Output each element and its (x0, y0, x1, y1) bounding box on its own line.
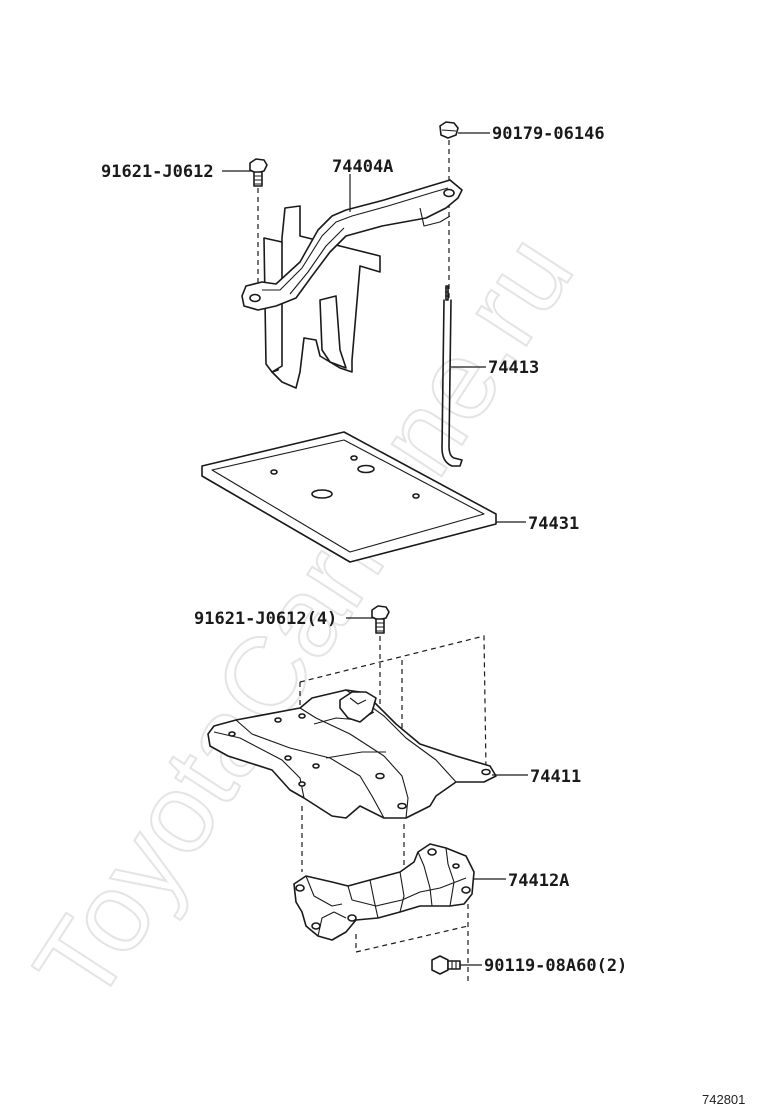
label-91621-J0612-4: 91621-J0612(4) (194, 609, 337, 629)
battery-rod-74413 (441, 285, 463, 467)
label-90119-08A60-2: 90119-08A60(2) (484, 956, 627, 976)
label-74431: 74431 (528, 514, 579, 534)
battery-bracket-74412A (293, 843, 475, 941)
label-91621-J0612: 91621-J0612 (101, 162, 214, 182)
battery-carrier-74411 (207, 689, 497, 819)
bolt-90179-06146 (439, 121, 459, 139)
bolt-91621-J0612-top (249, 158, 268, 187)
battery-clamp-74404A (241, 179, 463, 389)
label-74411: 74411 (530, 767, 581, 787)
label-90179-06146: 90179-06146 (492, 124, 605, 144)
dash-line-bracket-bottom (355, 925, 469, 953)
label-74413: 74413 (488, 358, 539, 378)
label-74412A: 74412A (508, 871, 569, 891)
dash-box-top (299, 635, 487, 771)
label-74404A: 74404A (332, 157, 393, 177)
figure-id: 742801 (702, 1092, 745, 1107)
battery-tray-74431 (201, 431, 497, 563)
bolt-90119-08A60 (431, 955, 461, 975)
